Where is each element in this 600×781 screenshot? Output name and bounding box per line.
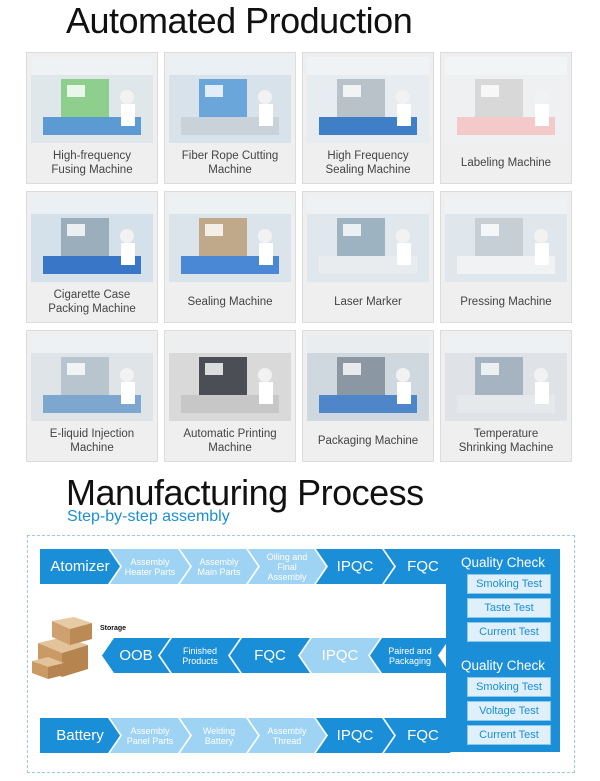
step-oob: OOB bbox=[102, 638, 170, 673]
machine-caption: Labeling Machine bbox=[460, 157, 552, 169]
step-fqc-2: FQC bbox=[230, 638, 310, 673]
process-diagram-frame bbox=[27, 535, 575, 773]
step-fqc-3: FQC bbox=[384, 718, 462, 753]
machine-caption: Laser Marker bbox=[334, 296, 402, 308]
machine-photo bbox=[307, 57, 429, 143]
machine-photo bbox=[307, 335, 429, 421]
step-ipqc-1: IPQC bbox=[316, 549, 394, 584]
machine-photo bbox=[445, 335, 567, 421]
machine-card: Packaging Machine bbox=[302, 330, 434, 462]
machine-photo bbox=[31, 335, 153, 421]
quality-check-panel: Quality Check Smoking Test Taste Test Cu… bbox=[446, 549, 560, 752]
production-title: Automated Production bbox=[66, 0, 413, 41]
quality-check-title-2: Quality Check bbox=[460, 658, 546, 673]
machine-card: Laser Marker bbox=[302, 191, 434, 323]
process-title: Manufacturing Process bbox=[66, 472, 424, 513]
qc-taste-test: Taste Test bbox=[467, 598, 551, 618]
machine-caption: Packaging Machine bbox=[317, 435, 419, 447]
machine-photo bbox=[445, 57, 567, 143]
quality-check-title-1: Quality Check bbox=[460, 555, 546, 570]
qc-current-test-1: Current Test bbox=[467, 622, 551, 642]
qc-smoking-test-2: Smoking Test bbox=[467, 677, 551, 697]
storage-label: Storage bbox=[100, 625, 127, 632]
storage-boxes-icon bbox=[32, 617, 92, 679]
machine-card: Pressing Machine bbox=[440, 191, 572, 323]
qc-current-test-2: Current Test bbox=[467, 725, 551, 745]
machine-photo bbox=[31, 196, 153, 282]
machine-photo bbox=[169, 196, 291, 282]
machine-photo bbox=[169, 335, 291, 421]
machine-card: Labeling Machine bbox=[440, 52, 572, 184]
step-ipqc-3: IPQC bbox=[316, 718, 394, 753]
step-ipqc-2: IPQC bbox=[300, 638, 380, 673]
machine-caption: Sealing Machine bbox=[187, 296, 273, 308]
machine-caption: Pressing Machine bbox=[460, 296, 552, 308]
machine-photo bbox=[169, 57, 291, 143]
machine-photo bbox=[307, 196, 429, 282]
machine-photo bbox=[445, 196, 567, 282]
qc-smoking-test-1: Smoking Test bbox=[467, 574, 551, 594]
step-battery: Battery bbox=[40, 718, 120, 753]
qc-voltage-test: Voltage Test bbox=[467, 701, 551, 721]
machine-card: Sealing Machine bbox=[164, 191, 296, 323]
step-atomizer: Atomizer bbox=[40, 549, 120, 584]
machine-photo bbox=[31, 57, 153, 143]
process-subtitle: Step-by-step assembly bbox=[67, 508, 230, 525]
